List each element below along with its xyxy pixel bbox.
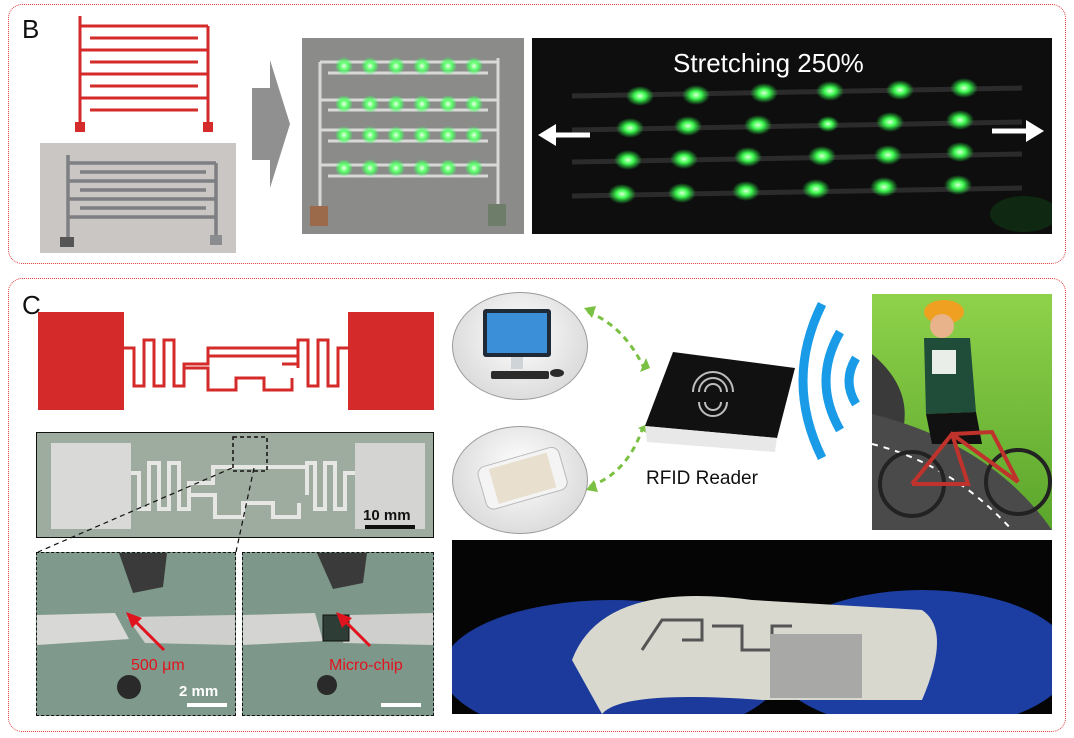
smartphone-icon — [477, 446, 568, 510]
phone-icon-bubble — [452, 426, 588, 534]
arrow-left-icon — [538, 124, 590, 146]
gap-size-label: 500 μm — [131, 657, 185, 674]
printed-circuit-photo — [40, 143, 236, 253]
connection-arrows — [584, 306, 650, 492]
microchip-label: Micro-chip — [329, 657, 403, 674]
stretched-led-array-photo — [532, 38, 1052, 234]
rfid-reader-device — [645, 352, 795, 452]
scale-bar-chip — [381, 703, 421, 707]
arrow-right-small-icon — [992, 120, 1044, 142]
scale-bar-2mm-label: 2 mm — [179, 683, 219, 700]
computer-icon-bubble — [452, 292, 588, 400]
rfid-antenna-design — [38, 312, 434, 410]
desktop-computer-icon — [483, 309, 564, 379]
scale-bar-10mm-label: 10 mm — [363, 507, 411, 524]
microchip-closeup-photo: Micro-chip — [242, 552, 434, 716]
printed-antenna-photo: 10 mm — [36, 432, 434, 538]
scale-bar-2mm — [187, 703, 227, 707]
gap-pointer-arrow — [126, 612, 166, 652]
led-circuit-schematic — [75, 16, 213, 132]
panel-c — [8, 278, 1066, 732]
stretching-caption: Stretching 250% — [673, 48, 864, 78]
zoom-guide-lines — [37, 468, 255, 553]
cyclist-wearable-illustration — [872, 294, 1052, 530]
panel-b — [8, 4, 1066, 264]
rfid-reader-label: RFID Reader — [646, 468, 758, 489]
wireless-signal-icon — [798, 302, 860, 460]
lit-led-array-photo — [302, 38, 524, 234]
arrow-right-icon — [252, 60, 290, 188]
panel-c-label: C — [22, 290, 41, 320]
panel-b-label: B — [22, 14, 40, 44]
flexible-rfid-tag-photo — [452, 540, 1052, 714]
scale-bar-10mm — [365, 525, 415, 529]
chip-pointer-arrow — [336, 612, 372, 648]
gap-closeup-photo: 500 μm 2 mm — [36, 552, 236, 716]
